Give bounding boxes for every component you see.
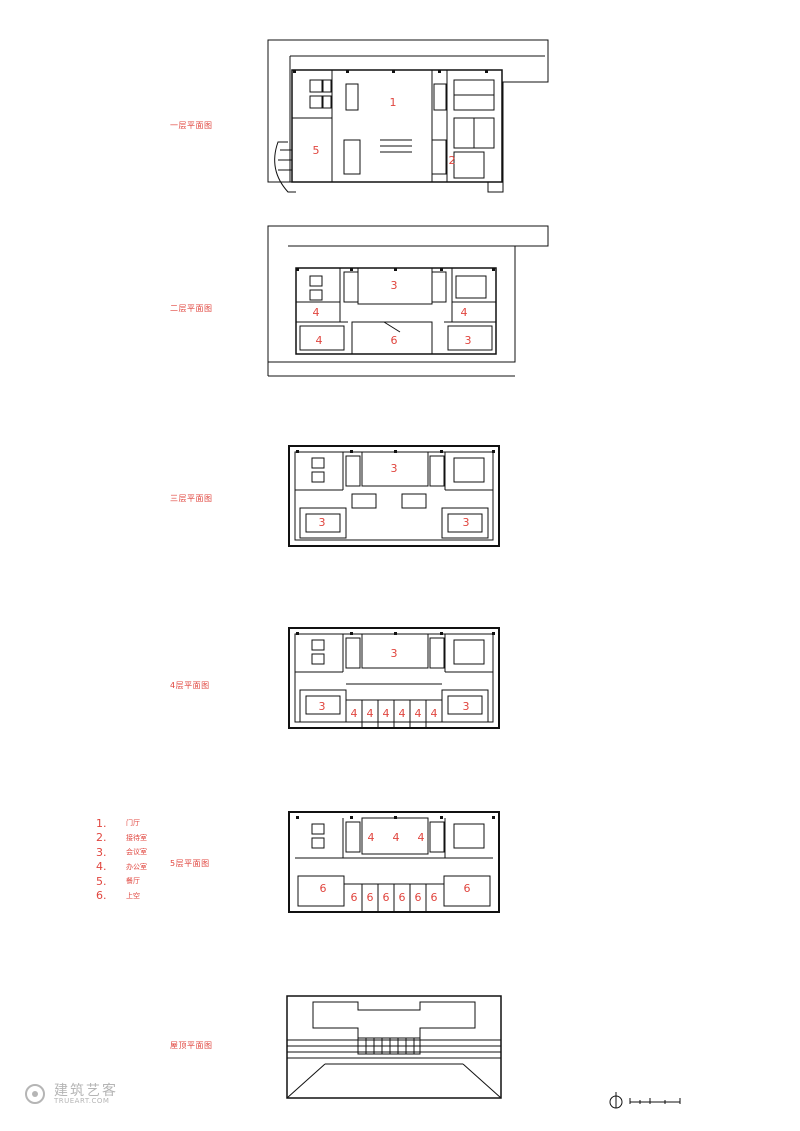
- room-label: 6: [391, 334, 398, 347]
- floor-1-plan: [267, 39, 549, 193]
- room-label: 6: [320, 882, 327, 895]
- room-label: 6: [383, 891, 390, 904]
- room-label: 6: [464, 882, 471, 895]
- room-label: 6: [367, 891, 374, 904]
- room-labels: 1 5 2 3 4 4 4 3 6 3 3 3 3 3 3 4 4 4 4 4 …: [313, 96, 472, 904]
- floor-1-title: 一层平面图: [170, 121, 213, 130]
- room-label: 4: [418, 831, 425, 844]
- room-label: 3: [463, 516, 470, 529]
- legend: 1. 门厅 2. 接待室 3. 会议室 4. 办公室 5. 餐厅 6. 上空: [96, 816, 147, 903]
- floor-2-title: 二层平面图: [170, 304, 213, 313]
- room-label: 3: [319, 700, 326, 713]
- floor-5-title: 5层平面图: [170, 859, 210, 868]
- roof-title: 屋顶平面图: [170, 1041, 213, 1050]
- room-label: 4: [431, 707, 438, 720]
- room-label: 3: [391, 462, 398, 475]
- watermark-logo-icon: [25, 1084, 45, 1104]
- room-label: 3: [463, 700, 470, 713]
- room-label: 6: [431, 891, 438, 904]
- legend-item: 6. 上空: [96, 889, 147, 904]
- legend-item: 3. 会议室: [96, 845, 147, 860]
- floor-4-plan: [288, 627, 500, 729]
- legend-label: 办公室: [126, 862, 147, 871]
- legend-number: 4.: [96, 860, 107, 874]
- floor-3-plan: [288, 445, 500, 547]
- room-label: 3: [465, 334, 472, 347]
- legend-number: 2.: [96, 831, 107, 845]
- room-label: 4: [351, 707, 358, 720]
- room-label: 4: [316, 334, 323, 347]
- floor-4-title: 4层平面图: [170, 681, 210, 690]
- room-label: 4: [367, 707, 374, 720]
- floor-5-plan: [288, 811, 500, 913]
- legend-label: 门厅: [126, 819, 140, 828]
- room-label: 2: [449, 154, 456, 167]
- watermark: 建筑艺客 TRUEART.COM: [22, 1083, 118, 1105]
- legend-label: 会议室: [126, 848, 147, 857]
- legend-label: 上空: [126, 891, 140, 900]
- legend-item: 1. 门厅: [96, 816, 147, 831]
- room-label: 1: [390, 96, 397, 109]
- room-label: 4: [383, 707, 390, 720]
- floor-2-plan: [267, 225, 549, 377]
- room-label: 4: [399, 707, 406, 720]
- room-label: 3: [391, 279, 398, 292]
- legend-number: 5.: [96, 874, 107, 888]
- room-label: 4: [461, 306, 468, 319]
- north-arrow-icon: [609, 1092, 623, 1109]
- legend-number: 3.: [96, 845, 107, 859]
- room-label: 3: [391, 647, 398, 660]
- room-label: 4: [415, 707, 422, 720]
- legend-label: 餐厅: [126, 877, 140, 886]
- legend-item: 5. 餐厅: [96, 874, 147, 889]
- room-label: 4: [313, 306, 320, 319]
- roof-plan: [286, 995, 502, 1099]
- watermark-text: 建筑艺客: [54, 1082, 118, 1099]
- room-label: 6: [399, 891, 406, 904]
- column-dots: [293, 70, 495, 819]
- legend-item: 2. 接待室: [96, 831, 147, 846]
- legend-number: 6.: [96, 889, 107, 903]
- room-label: 4: [368, 831, 375, 844]
- floor-3-title: 三层平面图: [170, 494, 213, 503]
- legend-number: 1.: [96, 816, 107, 830]
- room-label: 5: [313, 144, 320, 157]
- room-label: 6: [351, 891, 358, 904]
- room-label: 6: [415, 891, 422, 904]
- legend-item: 4. 办公室: [96, 860, 147, 875]
- room-label: 4: [393, 831, 400, 844]
- scale-bar: [629, 1098, 681, 1104]
- legend-label: 接待室: [126, 833, 147, 842]
- room-label: 3: [319, 516, 326, 529]
- watermark-subtext: TRUEART.COM: [54, 1096, 110, 1105]
